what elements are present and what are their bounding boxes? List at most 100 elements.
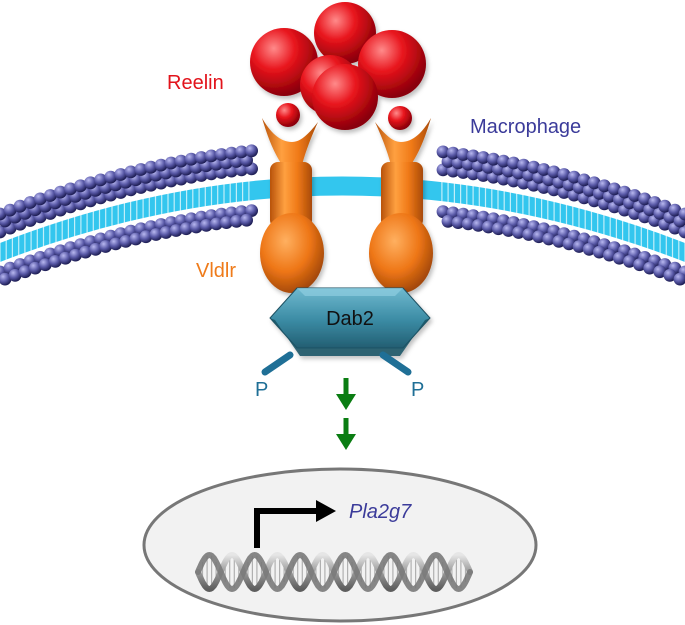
dna-helix-icon [195,551,473,593]
lipid-head [552,235,566,248]
lipid-head [28,261,42,275]
lipid-head [179,222,193,236]
lipid-head [436,205,450,219]
nucleus-ellipse-icon [142,467,538,623]
lipid-head [0,272,12,286]
lipid-head [466,149,480,163]
lipid-head [134,163,148,176]
lipid-head [54,185,67,199]
lipid-head [74,179,87,193]
vldlr-label: Vldlr [196,260,236,282]
membrane-outer-heads [0,144,685,239]
lipid-head [557,168,571,181]
signal-arrows [336,378,356,450]
lipid-head [184,152,198,166]
lipid-head [678,225,685,239]
lipid-head [230,214,243,228]
lipid-head [18,265,32,279]
phospho-label-left: P [255,379,268,401]
lipid-head [608,182,621,196]
vldlr-receptors [260,118,433,293]
lipid-head [537,163,551,176]
lipid-head [618,185,631,199]
lipid-head [13,199,27,213]
cell-membrane [0,144,685,286]
lipid-head [487,152,500,166]
lipid-head [194,151,208,164]
lipid-head [436,145,450,159]
dab2-hexagon-icon [269,287,431,356]
lipid-head [482,220,495,234]
lipid-head [638,192,652,206]
lipid-head [497,154,510,168]
lipid-head [8,268,22,282]
lipid-head [643,261,657,275]
lipid-head [164,156,178,170]
lipid-head [648,196,662,209]
vldlr-receptor-left [260,118,324,293]
phospho-bond-left [261,351,294,376]
lipid-head [33,192,47,206]
lipid-head [174,154,188,168]
lipid-head [471,219,485,232]
lipid-head [129,232,143,246]
lipid-head [154,158,168,172]
gene-label: Pla2g7 [349,501,412,523]
lipid-head [149,228,163,241]
reelin-cluster-icon [250,2,426,130]
lipid-head [613,251,626,265]
lipid-head [124,165,138,179]
lipid-head [38,258,52,272]
arrow-down-icon [336,378,356,410]
lipid-head [673,272,685,286]
lipid-head [502,224,515,237]
lipid-head [114,168,128,181]
lipid-head [89,242,102,256]
lipid-head [84,176,97,190]
lipid-head [492,222,505,236]
lipid-head [658,199,672,213]
lipid-head [441,214,455,228]
lipid-head [517,158,530,172]
membrane-tail-band [0,176,685,262]
macrophage-label: Macrophage [470,116,581,138]
lipid-head [43,189,57,202]
lipid-head [139,230,153,244]
lipid-head [220,216,233,230]
lipid-head [527,160,541,174]
lipid-head [663,268,677,282]
lipid-head [240,213,254,227]
reelin-label: Reelin [167,72,224,94]
lipid-head [587,176,601,190]
transcription-arrow-icon [254,500,336,548]
lipid-head [597,179,611,193]
lipid-head [623,255,636,268]
lipid-head [628,189,641,202]
lipid-head [451,216,465,230]
lipid-head [99,240,112,253]
lipid-head [79,245,92,259]
lipid-head [542,232,556,246]
membrane-tail-lines [0,176,685,267]
lipid-head [235,145,248,159]
lipid-head [456,148,470,161]
lipid-head [577,173,591,187]
lipid-head [189,220,203,234]
lipid-head [94,173,107,187]
lipid-head [104,170,118,184]
lipid-head [446,146,460,160]
lipid-head [210,217,223,231]
lipid-head [245,204,258,218]
lipid-head [225,146,238,160]
lipid-head [64,182,77,196]
arrow-down-icon [336,418,356,450]
lipid-head [522,228,536,241]
lipid-head [109,237,123,251]
lipid-head [204,149,218,163]
lipid-head [144,160,158,174]
lipid-head [547,165,561,179]
lipid-head [567,170,581,184]
phospho-bond-right [379,351,412,376]
phospho-label-right: P [411,379,424,401]
